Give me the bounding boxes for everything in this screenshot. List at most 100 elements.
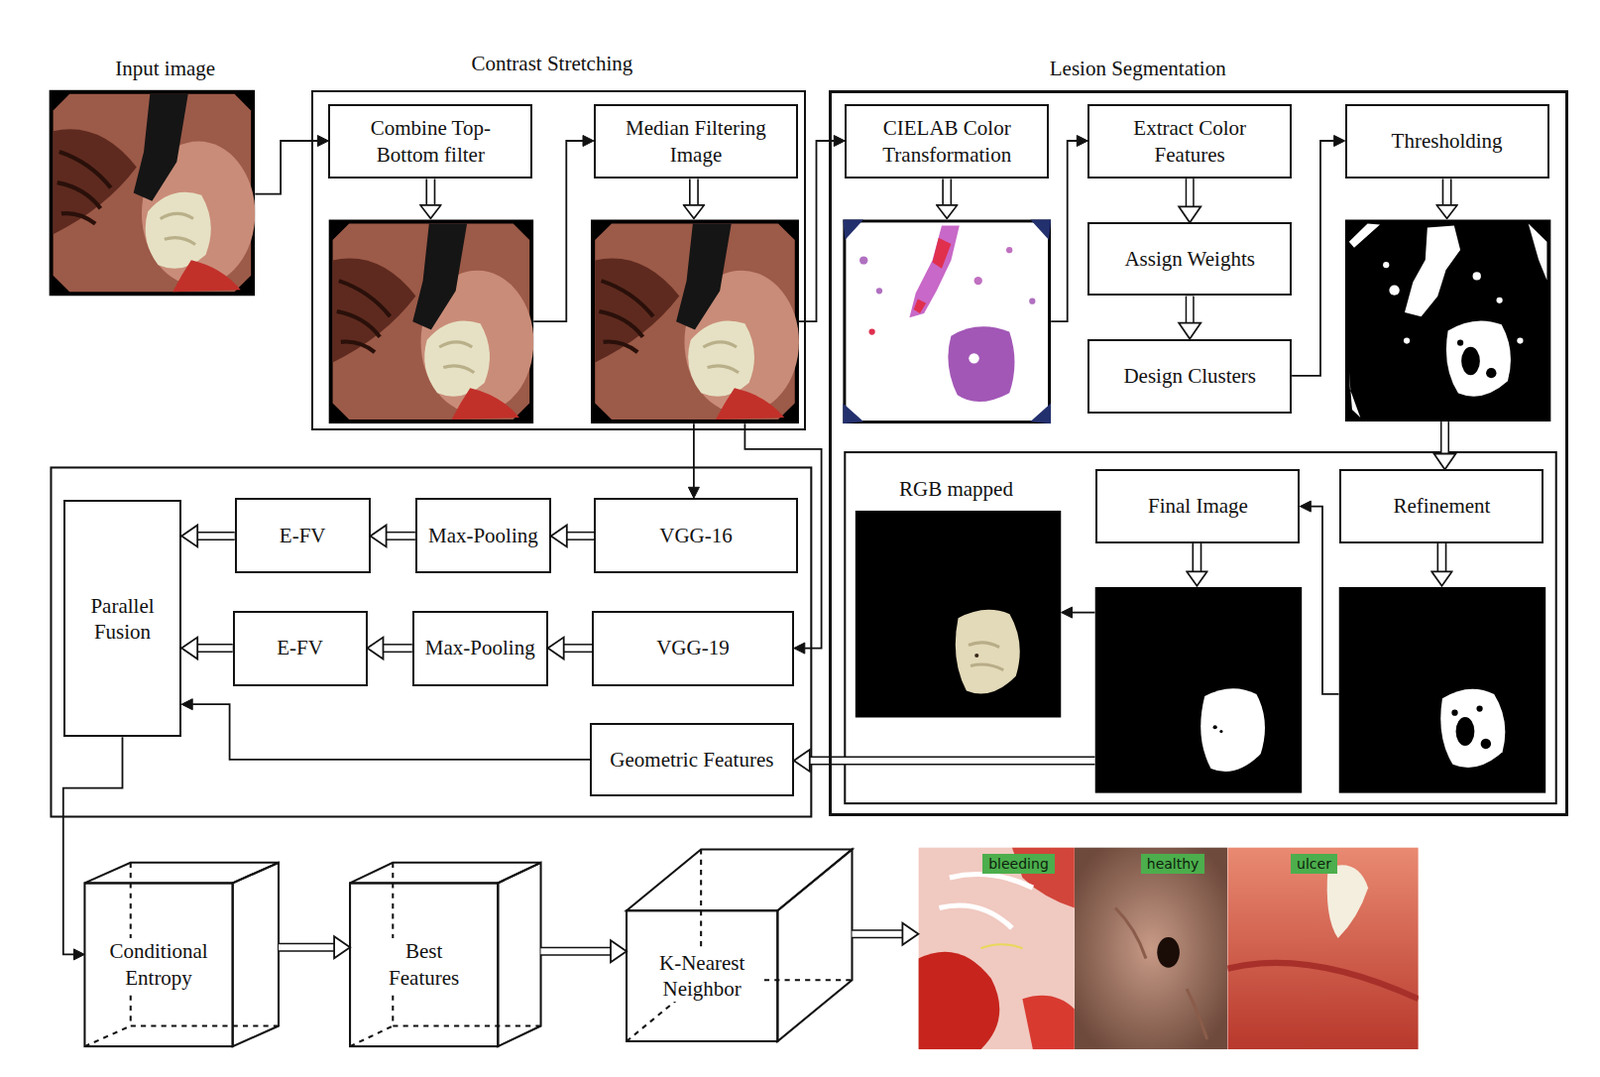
image-heading: RGB mapped (899, 476, 1014, 502)
arrow-head (902, 922, 918, 945)
image-frame (842, 219, 1051, 424)
connector-arrow (254, 135, 329, 195)
cube-outline (626, 848, 852, 1041)
arrow-head (370, 524, 387, 547)
class-tag: healthy (1141, 853, 1206, 874)
connector-line (809, 755, 1096, 765)
box-label: CIELAB Color Transformation (860, 114, 1033, 168)
arrow-head (794, 749, 810, 772)
connector-line (278, 942, 335, 952)
arrow-head (181, 637, 198, 660)
postprocess-panel (844, 452, 1556, 803)
connector-line (564, 643, 592, 653)
process-box: Extract Color Features (1087, 104, 1292, 179)
process-box: VGG-19 (591, 610, 795, 686)
final-mask (1094, 586, 1302, 794)
process-box: Thresholding (1345, 104, 1550, 179)
arrow-head (687, 486, 699, 498)
connector-arrow (278, 935, 350, 958)
connector-line (1186, 178, 1193, 207)
hollow-arrow (1186, 543, 1208, 586)
cube-block: Conditional Entropy (84, 862, 279, 1046)
box-label: Combine Top-Bottom filter (343, 114, 517, 168)
hollow-arrow (936, 178, 958, 219)
connector-line (852, 930, 904, 937)
connector-arrow (548, 637, 592, 660)
cube-block: K-Nearest Neighbor (626, 848, 852, 1041)
image-frame (328, 219, 534, 424)
arrow-head (73, 948, 85, 960)
connector-arrow (181, 637, 233, 660)
box-label: Parallel Fusion (69, 592, 176, 646)
result-image: bleeding (917, 846, 1074, 1049)
arrow-head (367, 637, 384, 660)
connector-line (1186, 296, 1193, 324)
process-box: E-FV (234, 497, 371, 573)
arrow-head (551, 524, 568, 547)
stage-panel: Contrast StretchingCombine Top-Bottom fi… (311, 45, 806, 431)
cube-face: K-Nearest Neighbor (626, 910, 778, 1041)
image-frame (1345, 219, 1552, 422)
process-box: Design Clusters (1087, 339, 1292, 414)
connector-line (1310, 506, 1339, 694)
process-box: E-FV (232, 610, 368, 686)
connector-arrow (370, 524, 416, 547)
connector-line (541, 946, 612, 956)
panel-heading: Contrast Stretching (470, 51, 633, 77)
box-label: Assign Weights (1124, 245, 1256, 272)
connector-line (63, 736, 123, 954)
healthy-image (1074, 846, 1228, 1049)
class-tag: bleeding (982, 853, 1055, 874)
class-tag: ulcer (1290, 853, 1338, 874)
connector-arrow (63, 736, 123, 960)
box-label: Max-Pooling (428, 522, 539, 549)
connector-line (192, 703, 590, 760)
connector-arrow (1178, 296, 1201, 340)
endoscopy-image (328, 219, 534, 424)
connector-line (809, 757, 1096, 764)
connector-arrow (367, 637, 413, 660)
hollow-arrow (1431, 543, 1453, 586)
box-label: Refinement (1392, 492, 1490, 519)
stage-panel: Lesion SegmentationCIELAB Color Transfor… (828, 50, 1569, 816)
connector-arrow (1061, 606, 1096, 618)
arrow-head (317, 135, 329, 147)
box-label: VGG-19 (656, 634, 730, 661)
box-label: E-FV (279, 522, 327, 549)
process-box: VGG-16 (593, 497, 799, 573)
box-label: Thresholding (1391, 127, 1503, 154)
process-box: CIELAB Color Transformation (844, 104, 1049, 179)
arrow-head (610, 939, 627, 962)
connector-line (197, 532, 235, 539)
image-heading: Input image (114, 56, 216, 82)
process-step: Thresholding (1345, 104, 1552, 422)
hollow-arrow (684, 178, 705, 219)
image-frame (590, 219, 800, 424)
arrow-head (1434, 454, 1457, 470)
cube-label: Best Features (367, 937, 480, 991)
process-step: Combine Top-Bottom filter (328, 104, 534, 424)
connector-line (567, 531, 594, 541)
cube-label: Conditional Entropy (102, 937, 215, 991)
connector-line (533, 140, 583, 322)
box-label: Geometric Features (609, 746, 774, 773)
arrow-head (1178, 206, 1201, 223)
endoscopy-image (590, 219, 800, 424)
image-frame (1338, 586, 1546, 794)
process-box: Max-Pooling (415, 497, 552, 573)
hollow-arrow (420, 178, 442, 219)
image-panel: Input image (48, 53, 255, 297)
process-box: Assign Weights (1087, 222, 1292, 296)
feature-panel (50, 466, 811, 816)
arrow-head (1334, 135, 1346, 147)
connector-arrow (181, 698, 590, 760)
cielab-image (842, 219, 1051, 424)
connector-arrow (541, 939, 628, 962)
connector-line (692, 423, 695, 487)
box-label: Design Clusters (1123, 362, 1257, 389)
process-box: Final Image (1095, 468, 1300, 543)
box-label: E-FV (276, 634, 324, 661)
result-image: ulcer (1227, 846, 1418, 1049)
cube-block: Best Features (349, 862, 541, 1046)
threshold-image (1345, 219, 1552, 422)
